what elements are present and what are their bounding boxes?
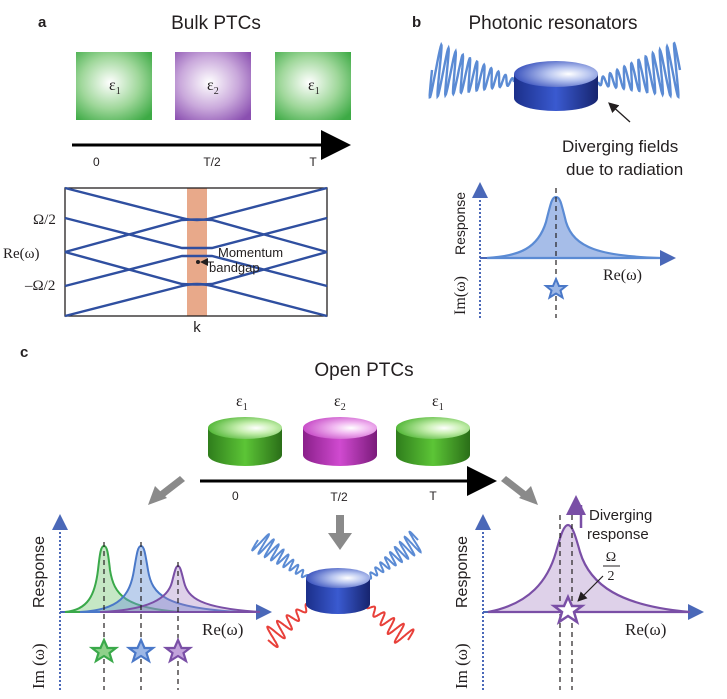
left-plot: Response Im (ω) Re(ω) bbox=[29, 514, 272, 690]
resonator-disk-center bbox=[306, 568, 370, 614]
frac-pointer bbox=[577, 575, 604, 602]
resonator-disk-green-2 bbox=[396, 417, 470, 466]
pole-star-blue bbox=[125, 637, 157, 664]
panel-b: b Photonic resonators Diverging fields d… bbox=[412, 13, 683, 318]
axis-left-xlabel: Re(ω) bbox=[202, 620, 243, 639]
radiation-wave-top-left bbox=[251, 533, 310, 579]
panel-c-title: Open PTCs bbox=[314, 360, 413, 381]
gray-arrow-left bbox=[148, 476, 185, 505]
eps-box-2-label: ε2 bbox=[207, 77, 219, 97]
response-curve-b bbox=[486, 195, 661, 260]
panel-c: c Open PTCs ε1 ε2 ε1 0 T/2 T bbox=[20, 344, 704, 690]
gray-arrow-right bbox=[501, 476, 538, 505]
annotation-dot bbox=[196, 260, 200, 264]
radiation-wave-top-right bbox=[367, 530, 422, 580]
band-ytick-mid: Re(ω) bbox=[3, 246, 40, 262]
annotation-line1: Momentum bbox=[218, 245, 283, 260]
timeline-c-tick-half: T/2 bbox=[330, 490, 348, 504]
radiation-wave-bottom-left bbox=[266, 602, 311, 648]
eps-box-1-label: ε1 bbox=[109, 77, 121, 97]
band-ytick-top: Ω/2 bbox=[33, 212, 56, 228]
timeline-c-tick-0: 0 bbox=[232, 489, 239, 503]
panel-a: a Bulk PTCs ε1 ε2 ε1 0 T/2 T Ω/2 Re(ω) –… bbox=[3, 13, 351, 336]
axis-b-ylabel-left: Im(ω) bbox=[452, 276, 469, 315]
right-plot: Diverging response Ω 2 Response Im (ω) R… bbox=[452, 495, 704, 690]
timeline-c-tick-T: T bbox=[429, 489, 437, 503]
pole-star-purple bbox=[162, 637, 194, 664]
eps-c-label-3: ε1 bbox=[432, 393, 444, 413]
radiation-wave-right bbox=[596, 41, 682, 100]
panel-a-title: Bulk PTCs bbox=[171, 13, 261, 34]
gray-arrow-down bbox=[328, 515, 352, 550]
axis-left-ylabel: Response bbox=[31, 536, 48, 608]
radiation-wave-bottom-right bbox=[365, 604, 415, 644]
annotation-line2: bandgap bbox=[209, 260, 260, 275]
pole-star-right bbox=[550, 593, 586, 625]
axis-b-xlabel: Re(ω) bbox=[603, 267, 642, 284]
eps-box-2 bbox=[175, 52, 251, 120]
resonator-disk-magenta bbox=[303, 417, 377, 466]
eps-box-3-label: ε1 bbox=[308, 77, 320, 97]
timeline-a-tick-0: 0 bbox=[93, 155, 100, 169]
eps-box-3 bbox=[275, 52, 351, 120]
pole-star-b bbox=[543, 276, 569, 300]
frac-denominator: 2 bbox=[608, 569, 615, 584]
resonator-disk-green-1 bbox=[208, 417, 282, 466]
eps-c-label-2: ε2 bbox=[334, 393, 346, 413]
right-note-line1: Diverging bbox=[589, 507, 652, 524]
note-b-line1: Diverging fields bbox=[562, 137, 678, 156]
response-curve-diverging bbox=[487, 523, 691, 614]
timeline-a-tick-half: T/2 bbox=[203, 155, 221, 169]
panel-b-letter: b bbox=[412, 14, 421, 31]
note-arrow-b bbox=[608, 102, 631, 123]
eps-c-label-1: ε1 bbox=[236, 393, 248, 413]
eps-box-1 bbox=[76, 52, 152, 120]
band-xlabel: k bbox=[193, 319, 201, 336]
note-b-line2: due to radiation bbox=[566, 160, 683, 179]
axis-right-xlabel: Re(ω) bbox=[625, 620, 666, 639]
bandgap-region bbox=[187, 188, 207, 316]
resonator-disk-b bbox=[514, 61, 598, 111]
axis-right-ylabel-left: Im (ω) bbox=[452, 643, 471, 689]
panel-b-title: Photonic resonators bbox=[469, 13, 638, 34]
axis-left-ylabel-left: Im (ω) bbox=[29, 643, 48, 689]
panel-c-letter: c bbox=[20, 344, 28, 361]
radiation-wave-left bbox=[428, 41, 516, 100]
right-note-line2: response bbox=[587, 526, 649, 543]
axis-b-ylabel: Response bbox=[452, 192, 468, 255]
axis-right-ylabel: Response bbox=[454, 536, 471, 608]
frac-numerator: Ω bbox=[606, 550, 616, 565]
pole-star-green bbox=[88, 637, 120, 664]
timeline-a-tick-T: T bbox=[309, 155, 317, 169]
panel-a-letter: a bbox=[38, 14, 47, 31]
band-lines bbox=[64, 186, 328, 318]
band-ytick-bottom: –Ω/2 bbox=[24, 278, 55, 294]
